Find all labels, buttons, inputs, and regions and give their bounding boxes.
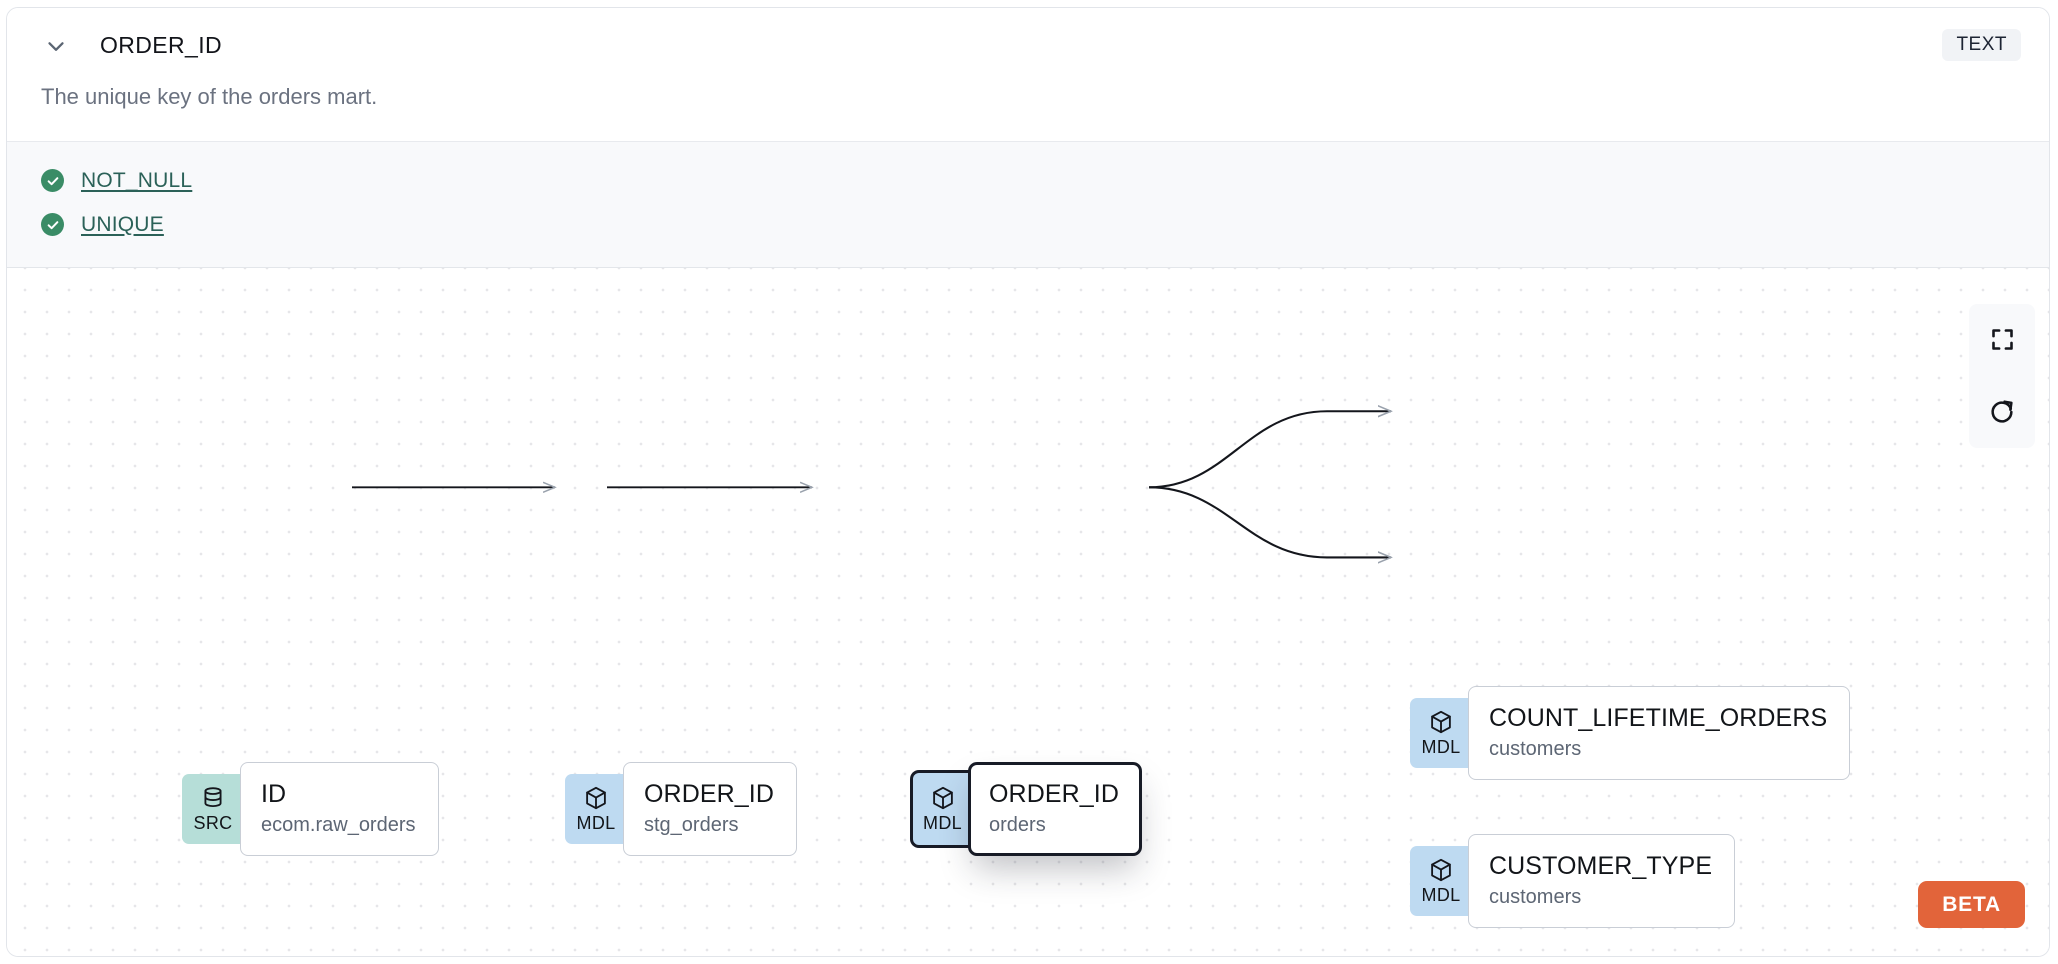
node-name: ORDER_ID — [989, 780, 1119, 808]
check-circle-icon — [41, 213, 64, 236]
refresh-icon[interactable] — [1969, 376, 2035, 448]
test-link-unique[interactable]: UNIQUE — [81, 212, 164, 236]
node-card: ID ecom.raw_orders — [240, 761, 439, 856]
lineage-edge — [1148, 485, 1391, 557]
node-subtitle: orders — [989, 814, 1046, 836]
lineage-node-mdl-customer-type[interactable]: MDL CUSTOMER_TYPE customers — [1410, 833, 1736, 928]
lineage-node-mdl-stg-orders[interactable]: MDL ORDER_ID stg_orders — [565, 761, 797, 856]
data-type-badge: TEXT — [1942, 29, 2021, 61]
lineage-node-src-id[interactable]: SRC ID ecom.raw_orders — [182, 761, 439, 856]
test-row: NOT_NULL — [41, 159, 2015, 203]
node-badge-label: MDL — [576, 813, 616, 833]
node-type-badge-mdl: MDL — [1410, 697, 1472, 768]
node-name: COUNT_LIFETIME_ORDERS — [1489, 704, 1828, 732]
lineage-node-mdl-count-lifetime-orders[interactable]: MDL COUNT_LIFETIME_ORDERS customers — [1410, 685, 1851, 780]
node-name: ORDER_ID — [644, 780, 774, 808]
node-badge-label: MDL — [1421, 737, 1461, 757]
node-type-badge-src: SRC — [182, 773, 244, 844]
node-name: CUSTOMER_TYPE — [1489, 852, 1713, 880]
test-link-not-null[interactable]: NOT_NULL — [81, 168, 193, 192]
column-description: The unique key of the orders mart. — [7, 83, 2049, 141]
column-detail-panel: ORDER_ID TEXT The unique key of the orde… — [6, 7, 2050, 957]
node-card: ORDER_ID orders — [968, 761, 1142, 856]
node-type-badge-mdl: MDL — [910, 769, 972, 848]
lineage-node-mdl-orders[interactable]: MDL ORDER_ID orders — [910, 761, 1142, 856]
node-name: ID — [261, 780, 287, 808]
node-subtitle: customers — [1489, 738, 1582, 760]
node-card: CUSTOMER_TYPE customers — [1468, 833, 1736, 928]
beta-badge[interactable]: BETA — [1918, 881, 2025, 928]
panel-header: ORDER_ID TEXT — [7, 8, 2049, 83]
page-title: ORDER_ID — [100, 32, 223, 58]
lineage-canvas[interactable]: SRC ID ecom.raw_orders MDL — [7, 267, 2049, 956]
node-card: COUNT_LIFETIME_ORDERS customers — [1468, 685, 1851, 780]
check-circle-icon — [41, 169, 64, 192]
node-type-badge-mdl: MDL — [1410, 845, 1472, 916]
node-badge-label: MDL — [923, 813, 962, 833]
node-subtitle: stg_orders — [644, 814, 739, 836]
node-subtitle: customers — [1489, 886, 1582, 908]
node-badge-label: SRC — [193, 813, 233, 833]
node-badge-label: MDL — [1421, 885, 1461, 905]
fit-view-icon[interactable] — [1969, 304, 2035, 376]
column-tests-section: NOT_NULL UNIQUE — [7, 140, 2049, 268]
chevron-down-icon[interactable] — [41, 31, 71, 61]
node-subtitle: ecom.raw_orders — [261, 814, 416, 836]
node-type-badge-mdl: MDL — [565, 773, 627, 844]
lineage-edge — [1148, 411, 1391, 488]
node-card: ORDER_ID stg_orders — [623, 761, 797, 856]
canvas-controls — [1969, 303, 2035, 448]
test-row: UNIQUE — [41, 203, 2015, 247]
